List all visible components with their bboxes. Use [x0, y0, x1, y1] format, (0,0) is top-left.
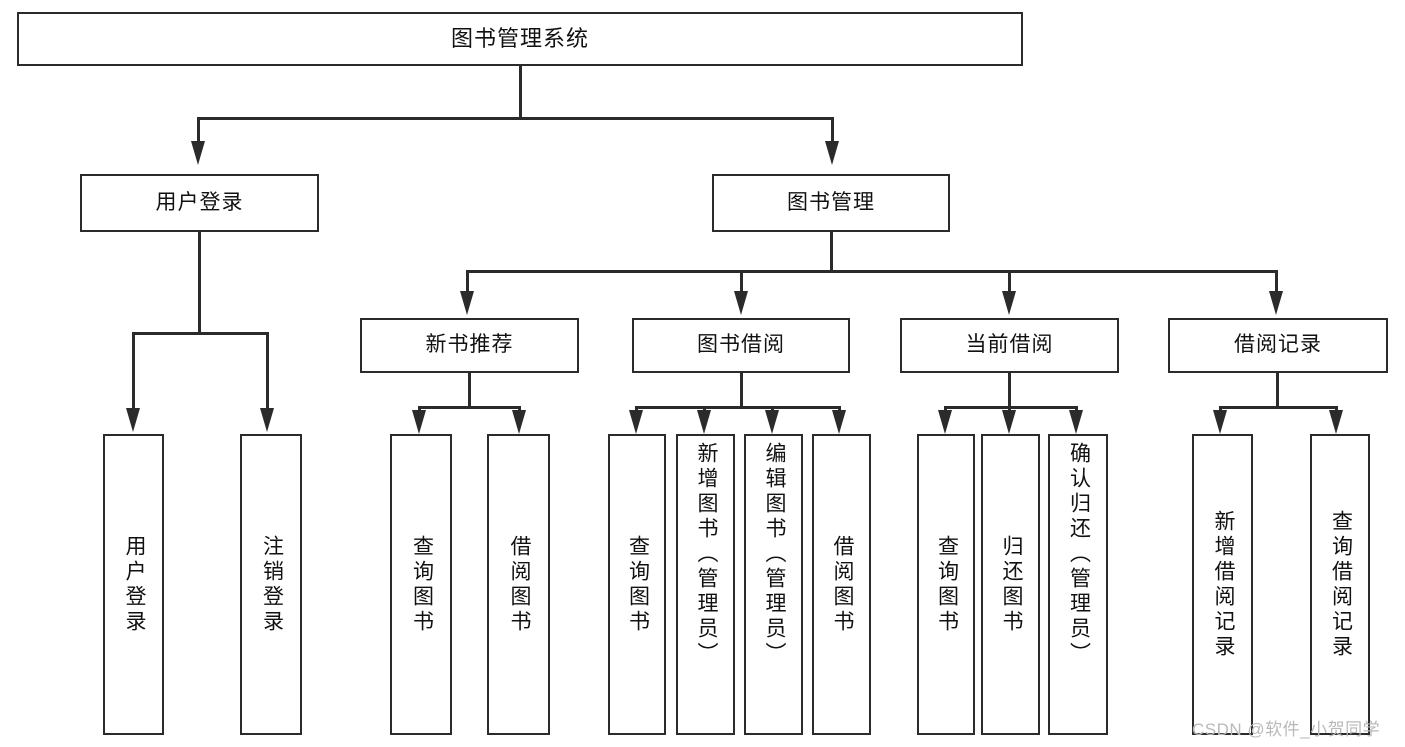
node-leaf-borrow-book-2[interactable]: 借阅图书 [812, 434, 871, 735]
node-leaf-add-book-admin-label: 新增图书（管理员） [694, 442, 718, 667]
node-book-management[interactable]: 图书管理 [712, 174, 950, 232]
arrow-book-borrow-c2 [697, 410, 711, 434]
node-leaf-user-login[interactable]: 用户登录 [103, 434, 164, 735]
connector-book-borrow-bus [635, 406, 841, 409]
connector-user-login-stem [198, 232, 201, 334]
arrow-current-borrow-c1 [938, 410, 952, 434]
connector-level2-to-new-book [466, 270, 469, 292]
arrow-current-borrow-c3 [1069, 410, 1083, 434]
node-book-borrow-label: 图书借阅 [697, 333, 785, 357]
node-leaf-query-book-3-label: 查询图书 [935, 534, 959, 635]
arrow-book-borrow-c3 [765, 410, 779, 434]
arrow-book-borrow-c1 [629, 410, 643, 434]
connector-current-borrow-stem [1008, 373, 1011, 408]
arrow-current-borrow-c2 [1002, 410, 1016, 434]
node-leaf-return-book-label: 归还图书 [999, 534, 1023, 635]
arrow-root-to-user-login [191, 141, 205, 165]
node-book-borrow[interactable]: 图书借阅 [632, 318, 850, 373]
connector-new-book-bus [418, 406, 521, 409]
connector-book-borrow-stem [740, 373, 743, 408]
connector-book-management-stem [830, 232, 833, 272]
connector-level2-to-book-borrow [740, 270, 743, 292]
node-leaf-return-book[interactable]: 归还图书 [981, 434, 1040, 735]
arrow-level2-book-borrow [734, 291, 748, 315]
connector-root-stem [519, 66, 522, 118]
node-new-book-recommend-label: 新书推荐 [425, 333, 514, 357]
node-leaf-query-book-2[interactable]: 查询图书 [608, 434, 666, 735]
arrow-new-book-right [512, 410, 526, 434]
node-leaf-add-book-admin[interactable]: 新增图书（管理员） [676, 434, 735, 735]
connector-root-bus [197, 117, 834, 120]
arrow-level2-borrow-record [1269, 291, 1283, 315]
connector-user-login-bus [132, 332, 269, 335]
arrow-level2-current-borrow [1002, 291, 1016, 315]
connector-current-borrow-bus [944, 406, 1078, 409]
connector-level2-to-current-borrow [1008, 270, 1011, 292]
connector-user-login-left [132, 332, 135, 410]
node-leaf-query-borrow-record-label: 查询借阅记录 [1329, 509, 1353, 660]
connector-root-to-user-login [197, 117, 200, 143]
node-leaf-confirm-return-admin[interactable]: 确认归还（管理员） [1048, 434, 1108, 735]
node-leaf-query-book-2-label: 查询图书 [626, 534, 650, 635]
node-leaf-edit-book-admin-label: 编辑图书（管理员） [762, 442, 786, 667]
connector-new-book-stem [468, 373, 471, 408]
arrow-root-to-book-management [825, 141, 839, 165]
node-leaf-query-borrow-record[interactable]: 查询借阅记录 [1310, 434, 1370, 735]
node-leaf-query-book-1-label: 查询图书 [410, 534, 434, 635]
node-book-management-label: 图书管理 [787, 190, 875, 214]
node-leaf-user-login-label: 用户登录 [122, 534, 146, 635]
node-leaf-query-book-1[interactable]: 查询图书 [390, 434, 452, 735]
node-leaf-edit-book-admin[interactable]: 编辑图书（管理员） [744, 434, 803, 735]
connector-level2-to-borrow-record [1275, 270, 1278, 292]
connector-root-to-book-management [831, 117, 834, 143]
arrow-user-login-right [260, 408, 274, 432]
node-leaf-borrow-book-2-label: 借阅图书 [830, 534, 854, 635]
arrow-book-borrow-c4 [832, 410, 846, 434]
arrow-borrow-record-right [1329, 410, 1343, 434]
node-leaf-borrow-book-1-label: 借阅图书 [507, 534, 531, 635]
node-user-login[interactable]: 用户登录 [80, 174, 319, 232]
node-leaf-logout-login[interactable]: 注销登录 [240, 434, 302, 735]
arrow-new-book-left [412, 410, 426, 434]
connector-borrow-record-bus [1219, 406, 1338, 409]
node-current-borrow[interactable]: 当前借阅 [900, 318, 1119, 373]
node-leaf-borrow-book-1[interactable]: 借阅图书 [487, 434, 550, 735]
connector-user-login-right [266, 332, 269, 410]
node-current-borrow-label: 当前借阅 [965, 333, 1054, 357]
node-leaf-add-borrow-record[interactable]: 新增借阅记录 [1192, 434, 1253, 735]
arrow-level2-new-book [460, 291, 474, 315]
arrow-borrow-record-left [1213, 410, 1227, 434]
node-leaf-query-book-3[interactable]: 查询图书 [917, 434, 975, 735]
node-root-system-label: 图书管理系统 [450, 26, 589, 52]
arrow-user-login-left [126, 408, 140, 432]
node-user-login-label: 用户登录 [155, 190, 244, 214]
node-leaf-add-borrow-record-label: 新增借阅记录 [1211, 509, 1235, 660]
node-borrow-record-label: 借阅记录 [1234, 333, 1322, 357]
node-leaf-logout-login-label: 注销登录 [260, 534, 284, 635]
connector-level2-bus [466, 270, 1278, 273]
node-new-book-recommend[interactable]: 新书推荐 [360, 318, 579, 373]
connector-borrow-record-stem [1276, 373, 1279, 408]
node-root-system[interactable]: 图书管理系统 [17, 12, 1023, 66]
node-borrow-record[interactable]: 借阅记录 [1168, 318, 1388, 373]
node-leaf-confirm-return-admin-label: 确认归还（管理员） [1067, 442, 1091, 667]
